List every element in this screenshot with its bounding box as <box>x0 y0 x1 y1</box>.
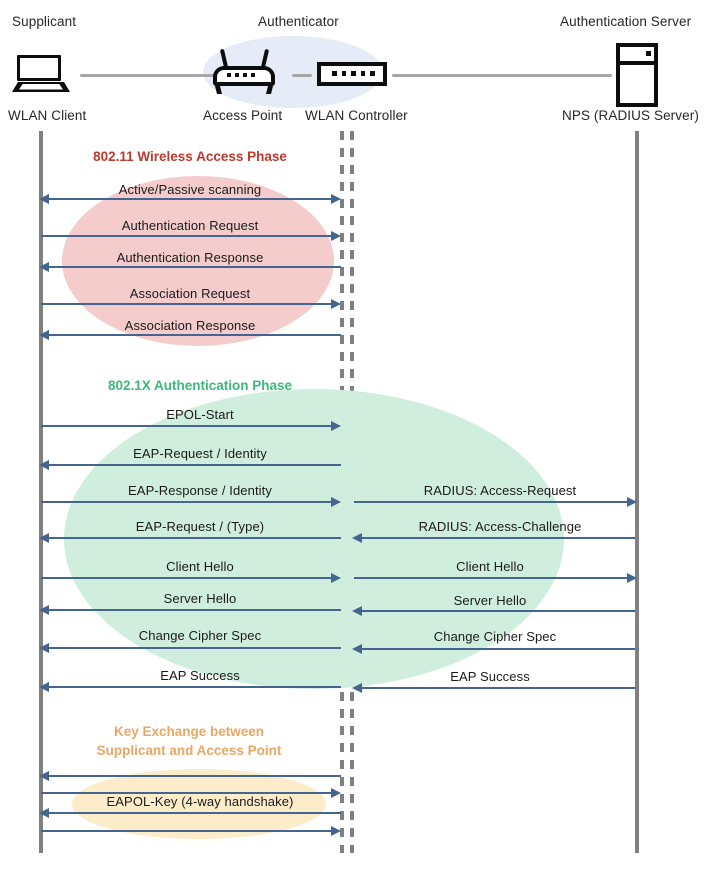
message-arrow <box>41 792 331 794</box>
message-arrow <box>41 425 331 427</box>
message-arrow <box>41 830 331 832</box>
arrowhead-left-icon <box>39 643 49 653</box>
message-label: EAP Success <box>160 668 240 683</box>
message-label: EAP-Request / (Type) <box>135 519 265 534</box>
message-label: Association Response <box>124 318 256 333</box>
actor-role-authenticator: Authenticator <box>258 14 339 29</box>
message-arrow <box>49 537 341 539</box>
message-arrow <box>49 266 341 268</box>
message-label: Association Request <box>129 286 251 301</box>
arrowhead-left-icon <box>39 194 49 204</box>
phase-caption-key-exchange-line1: Key Exchange between <box>113 724 265 739</box>
arrowhead-right-icon <box>331 573 341 583</box>
message-arrow <box>41 235 331 237</box>
server-icon <box>616 43 658 107</box>
actor-role-supplicant: Supplicant <box>12 14 77 29</box>
message-label: Change Cipher Spec <box>433 629 557 644</box>
message-arrow <box>362 687 635 689</box>
arrowhead-right-icon <box>331 194 341 204</box>
message-arrow <box>354 501 627 503</box>
message-label: Server Hello <box>163 591 237 606</box>
actor-role-auth-server: Authentication Server <box>560 14 692 29</box>
phase-caption-wireless-access: 802.11 Wireless Access Phase <box>93 149 287 164</box>
actor-device-access-point: Access Point <box>203 108 283 123</box>
message-label: Authentication Request <box>121 218 259 233</box>
message-label: EPOL-Start <box>166 407 234 422</box>
wire-controller-to-server <box>392 74 612 77</box>
message-arrow <box>49 609 341 611</box>
arrowhead-left-icon <box>352 644 362 654</box>
arrowhead-left-icon <box>352 606 362 616</box>
arrowhead-left-icon <box>39 330 49 340</box>
arrowhead-right-icon <box>331 231 341 241</box>
message-arrow <box>362 610 635 612</box>
message-arrow <box>41 577 331 579</box>
arrowhead-left-icon <box>39 605 49 615</box>
arrowhead-right-icon <box>331 826 341 836</box>
arrowhead-left-icon <box>39 460 49 470</box>
message-arrow <box>49 198 331 200</box>
message-arrow <box>49 464 341 466</box>
message-label: Client Hello <box>456 559 524 574</box>
message-label: Authentication Response <box>116 250 264 265</box>
message-label: RADIUS: Access-Request <box>423 483 577 498</box>
arrowhead-left-icon <box>39 682 49 692</box>
message-arrow <box>362 648 635 650</box>
message-arrow <box>362 537 635 539</box>
wire-client-to-ap <box>80 74 220 77</box>
message-label: RADIUS: Access-Challenge <box>418 519 582 534</box>
message-arrow <box>49 647 341 649</box>
arrowhead-left-icon <box>352 533 362 543</box>
message-label: EAP-Response / Identity <box>128 483 272 498</box>
wire-ap-to-controller <box>292 74 312 77</box>
arrowhead-left-icon <box>39 771 49 781</box>
message-label: Client Hello <box>166 559 234 574</box>
arrowhead-left-icon <box>39 808 49 818</box>
actor-device-nps: NPS (RADIUS Server) <box>562 108 699 123</box>
wlan-controller-icon <box>317 62 387 86</box>
lifeline-auth-server <box>635 131 639 853</box>
arrowhead-left-icon <box>352 683 362 693</box>
arrowhead-right-icon <box>331 497 341 507</box>
laptop-icon <box>12 55 70 93</box>
arrowhead-right-icon <box>331 421 341 431</box>
message-label: EAP-Request / Identity <box>133 446 267 461</box>
message-label: EAPOL-Key (4-way handshake) <box>106 794 294 809</box>
message-arrow <box>49 812 341 814</box>
actor-device-wlan-controller: WLAN Controller <box>305 108 408 123</box>
actor-device-wlan-client: WLAN Client <box>8 108 87 123</box>
message-arrow <box>49 775 341 777</box>
access-point-icon <box>209 48 279 95</box>
lifeline-supplicant <box>39 131 43 853</box>
message-arrow <box>354 577 627 579</box>
message-arrow <box>49 334 341 336</box>
arrowhead-right-icon <box>331 788 341 798</box>
phase-caption-key-exchange-line2: Supplicant and Access Point <box>96 743 282 758</box>
message-label: Server Hello <box>453 593 527 608</box>
arrowhead-right-icon <box>331 299 341 309</box>
message-arrow <box>49 686 341 688</box>
arrowhead-left-icon <box>39 262 49 272</box>
message-label: Active/Passive scanning <box>118 182 262 197</box>
arrowhead-left-icon <box>39 533 49 543</box>
arrowhead-right-icon <box>627 573 637 583</box>
message-arrow <box>41 303 331 305</box>
message-label: EAP Success <box>450 669 530 684</box>
phase-blob-wireless-access <box>62 176 334 346</box>
arrowhead-right-icon <box>627 497 637 507</box>
phase-caption-dot1x-auth: 802.1X Authentication Phase <box>107 378 293 393</box>
message-arrow <box>41 501 331 503</box>
phase-blob-dot1x-auth <box>64 389 564 689</box>
message-label: Change Cipher Spec <box>138 628 262 643</box>
phase-blob-key-exchange <box>72 769 326 839</box>
